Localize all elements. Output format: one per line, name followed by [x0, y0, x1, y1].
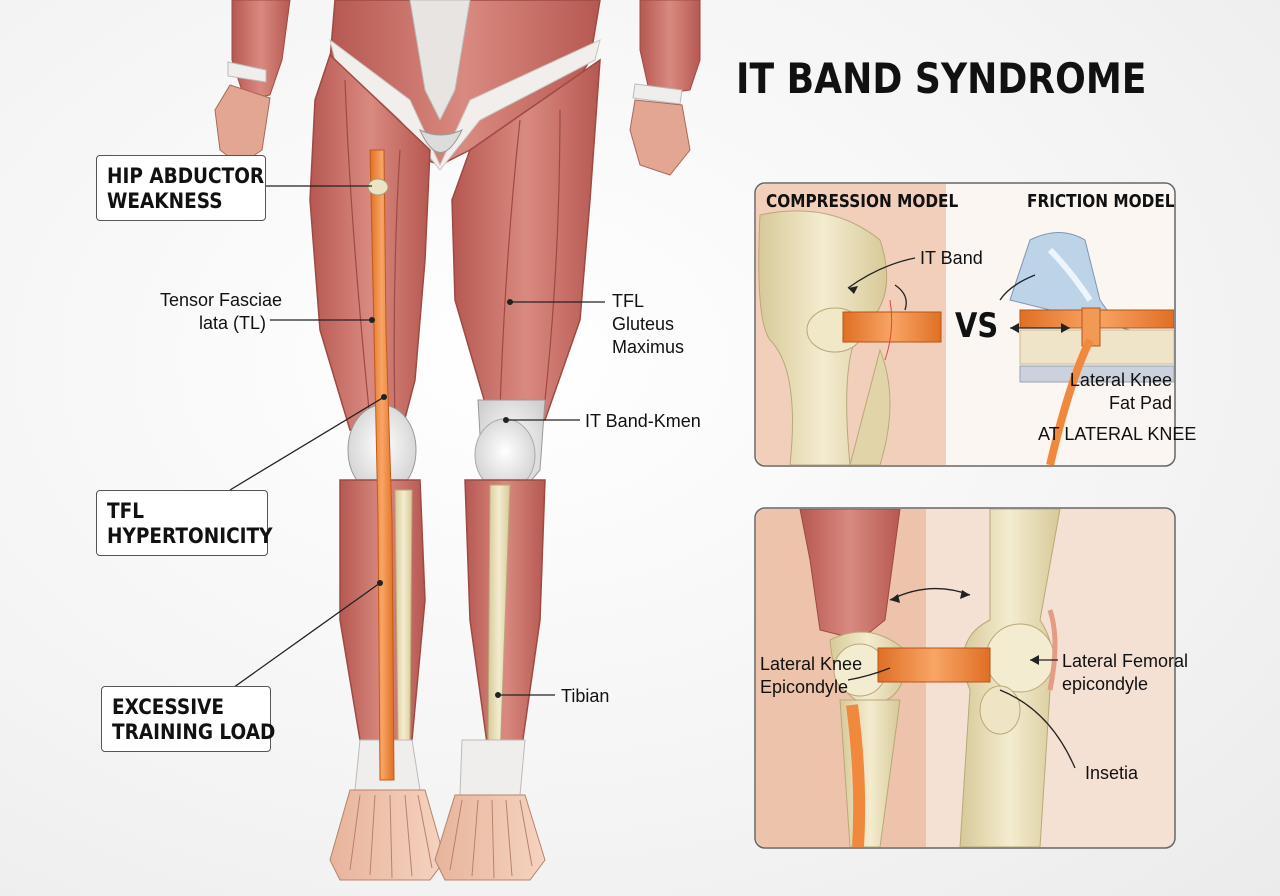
label-line: IT Band-Kmen [585, 411, 701, 431]
leader-lines [229, 185, 605, 696]
callout-tfl-hypertonicity: TFL HYPERTONICITY [96, 490, 273, 556]
page-title: IT BAND SYNDROME [736, 54, 1147, 103]
label-tensor-fasciae-lata: Tensor Fasciae lata (TL) [160, 289, 283, 335]
arms [214, 0, 701, 176]
label-line: Fat Pad [1108, 393, 1172, 413]
label-tfl-gluteus-maximus: TFL Gluteus Maximus [612, 290, 684, 359]
label-line: Epicondyle [760, 677, 849, 697]
knee-closeup-panel [754, 507, 1176, 849]
label-line: Lateral Femoral [1062, 651, 1189, 671]
callout-excessive-training-load: EXCESSIVE TRAINING LOAD [101, 686, 276, 752]
callout-line: WEAKNESS [107, 189, 223, 213]
label-it-band: IT Band [920, 248, 983, 268]
label-lateral-femoral-epicondyle: Lateral Femoral epicondyle [1062, 650, 1188, 696]
it-band [369, 149, 395, 781]
callout-line: HIP ABDUCTOR [107, 164, 265, 188]
callout-line: TRAINING LOAD [112, 720, 276, 744]
vs-label: VS [955, 306, 999, 346]
greater-trochanter [367, 178, 389, 196]
label-line: TFL [612, 291, 645, 311]
compression-model-title: COMPRESSION MODEL [766, 191, 959, 212]
label-line: lata (TL) [198, 313, 266, 333]
label-at-lateral-knee: AT LATERAL KNEE [1038, 424, 1197, 444]
callout-line: HYPERTONICITY [107, 524, 273, 548]
callout-hip-abductor-weakness: HIP ABDUCTOR WEAKNESS [96, 155, 266, 221]
label-line: epicondyle [1062, 674, 1149, 694]
callout-line: EXCESSIVE [112, 695, 224, 719]
label-line: Maximus [612, 337, 685, 357]
compression-friction-panel [754, 182, 1176, 467]
friction-model-title: FRICTION MODEL [1027, 191, 1175, 212]
label-insertion: Insetia [1085, 763, 1139, 783]
right-leg [434, 58, 601, 881]
callout-line: TFL [107, 499, 145, 523]
leader-dots [369, 299, 513, 698]
label-lateral-knee-epicondyle: Lateral Knee Epicondyle [760, 653, 862, 699]
left-leg [309, 53, 446, 881]
label-lateral-knee-fat-pad: Lateral Knee Fat Pad [1060, 369, 1172, 415]
label-tibian: Tibian [561, 685, 609, 708]
label-line: Tibian [561, 686, 610, 706]
label-line: Lateral Knee [760, 654, 863, 674]
label-line: Lateral Knee [1069, 370, 1172, 390]
label-line: Gluteus [612, 314, 675, 334]
label-it-band-kmen: IT Band-Kmen [585, 410, 701, 433]
label-line: Tensor Fasciae [160, 290, 283, 310]
